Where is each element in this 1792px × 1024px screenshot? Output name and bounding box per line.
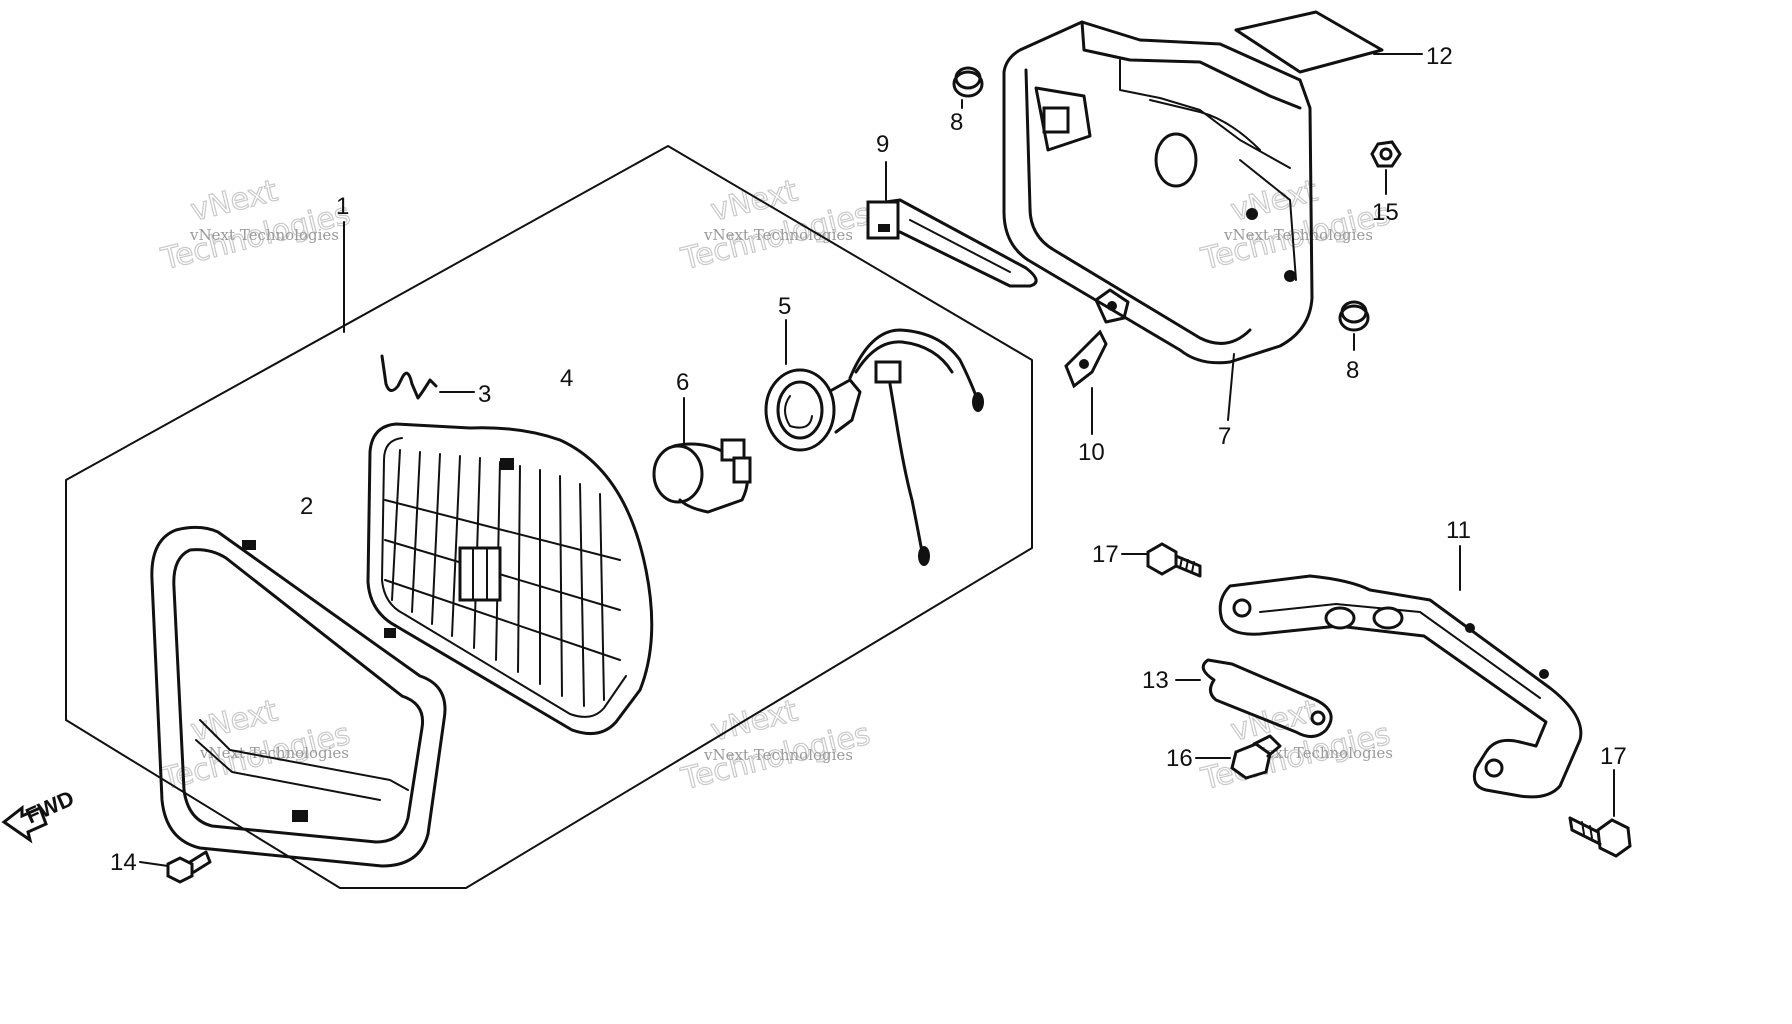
- bulb-socket-harness: [764, 328, 984, 566]
- clip-plate: [1064, 329, 1108, 389]
- callout-2: 2: [300, 493, 313, 520]
- leader-line-7: [1227, 353, 1235, 421]
- headlight-rim: [150, 525, 447, 868]
- callout-11: 11: [1446, 517, 1471, 544]
- spring-clip: [380, 354, 438, 400]
- headlight-stay: [1218, 574, 1583, 799]
- assembly-outline-box: [65, 145, 1033, 889]
- watermark-text: vNext Technologies: [1223, 226, 1373, 244]
- watermarks: vNext Technologies vNext Technologies vN…: [157, 173, 1395, 798]
- collar-upper: [952, 66, 984, 98]
- watermark-text: vNext Technologies: [703, 746, 853, 764]
- callout-15: 15: [1372, 199, 1399, 226]
- callout-16: 16: [1166, 745, 1193, 772]
- cable-clamp: [1201, 658, 1333, 738]
- callout-12: 12: [1426, 43, 1453, 70]
- callout-4: 4: [560, 365, 573, 392]
- headlight-bulb: [652, 438, 752, 514]
- forward-direction-indicator: FWD: [1, 785, 78, 844]
- headlight-case: [1002, 20, 1314, 365]
- watermark-text: vNext Technologies: [1243, 744, 1393, 762]
- bolt-upper: [1146, 542, 1202, 578]
- collar-lower: [1338, 300, 1370, 332]
- hex-nut: [1370, 140, 1402, 168]
- headlight-lens: [366, 422, 654, 736]
- callout-5: 5: [778, 293, 791, 320]
- callout-3: 3: [478, 381, 491, 408]
- callout-7: 7: [1218, 423, 1231, 450]
- callout-14: 14: [110, 849, 137, 876]
- fwd-label: FWD: [22, 785, 78, 828]
- callout-6: 6: [676, 369, 689, 396]
- callout-17-upper: 17: [1092, 541, 1119, 568]
- fwd-arrow-icon: [1, 804, 48, 844]
- callout-1: 1: [336, 193, 349, 220]
- callout-13: 13: [1142, 667, 1169, 694]
- mounting-strap: [866, 198, 1038, 288]
- watermark-text: vNext Technologies: [189, 226, 339, 244]
- caution-label: [1234, 10, 1384, 74]
- watermark-text: vNext Technologies: [199, 744, 349, 762]
- screw: [166, 850, 212, 884]
- callout-10: 10: [1078, 439, 1105, 466]
- callout-17-lower: 17: [1600, 743, 1627, 770]
- callout-9: 9: [876, 131, 889, 158]
- leader-line-14: [139, 861, 169, 867]
- bolt-lower: [1568, 816, 1632, 858]
- flange-nut: [1230, 734, 1282, 780]
- callout-labels: 1 2 3 4 5 6 7 8 8 9 10 11 12 13 14 15 16…: [110, 43, 1627, 876]
- callout-8-upper: 8: [950, 109, 963, 136]
- watermark-text: vNext Technologies: [703, 226, 853, 244]
- callout-8-lower: 8: [1346, 357, 1359, 384]
